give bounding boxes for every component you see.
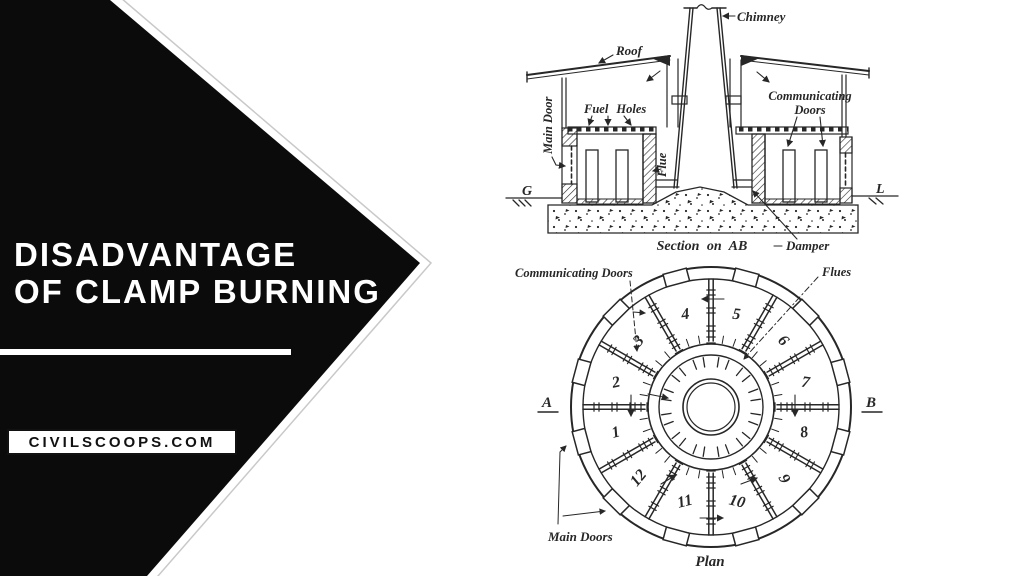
chamber-number: 3 — [629, 332, 648, 350]
headline: DISADVANTAGE OF CLAMP BURNING — [14, 236, 381, 310]
roof-wedge-left — [651, 55, 670, 66]
headline-underline — [0, 349, 291, 355]
chamber-number: 7 — [800, 374, 811, 392]
ground-right-label: L — [875, 182, 885, 197]
roof-label: Roof — [615, 43, 644, 58]
outer-wall-circle — [570, 266, 852, 548]
fuel-hole-band-left — [567, 126, 657, 135]
communicating-doors-label-line2: Doors — [793, 103, 825, 117]
plan-communicating-doors-label: Communicating Doors — [515, 266, 633, 280]
headline-line2: OF CLAMP BURNING — [14, 273, 381, 310]
website-badge: CIVILSCOOPS.COM — [7, 429, 237, 455]
chimney-label: Chimney — [737, 9, 786, 24]
axis-b-label: B — [865, 395, 876, 411]
central-chimney-inner — [686, 382, 736, 432]
flue-wall-right — [751, 133, 766, 204]
plan-leader-lines — [537, 276, 883, 525]
fuel-holes-label: Fuel Holes — [583, 102, 646, 116]
kiln-section-view: Chimney Roof Fuel Holes Communicating Do… — [505, 4, 899, 254]
break-squiggle — [696, 4, 713, 10]
left-chamber — [576, 133, 657, 205]
flue-annulus-outer — [647, 343, 775, 471]
chamber-number: 8 — [799, 424, 810, 442]
plan-caption: Plan — [695, 554, 724, 570]
chamber-number: 10 — [727, 491, 747, 511]
flue-channels — [655, 179, 753, 188]
chamber-number: 9 — [775, 471, 794, 486]
flue-annulus-inner — [658, 354, 764, 460]
section-caption: Section on AB — [657, 239, 748, 254]
roof-wedge-right — [741, 55, 760, 66]
central-chimney-outer — [682, 378, 740, 436]
axis-a-label: A — [541, 395, 552, 411]
communicating-doors-label-line1: Communicating — [768, 89, 851, 103]
roof-lines — [526, 55, 870, 83]
right-outer-wall — [839, 136, 853, 204]
chamber-number: 11 — [676, 492, 695, 512]
chamber-number: 1 — [610, 423, 622, 441]
kiln-plan-view: Communicating Doors Flues Main Doors A B… — [515, 265, 883, 570]
plan-generated-geometry — [571, 267, 851, 547]
chamber-number: 12 — [627, 467, 650, 490]
foundation — [547, 186, 859, 234]
right-chamber — [751, 133, 841, 205]
main-door-label: Main Door — [541, 97, 555, 155]
plan-flues-label: Flues — [821, 265, 851, 279]
website-url: CIVILSCOOPS.COM — [28, 433, 216, 451]
headline-line1: DISADVANTAGE — [14, 236, 298, 273]
chamber-number: 2 — [609, 373, 621, 391]
damper-label: Damper — [785, 238, 830, 253]
chamber-number: 4 — [679, 306, 690, 324]
chamber-number: 5 — [732, 306, 742, 324]
chamber-number: 6 — [774, 332, 792, 350]
ground-left-label: G — [522, 184, 532, 199]
plan-flow-arrows — [627, 295, 799, 522]
ground-marks — [505, 195, 899, 207]
outer-wall-inner-circle — [582, 278, 840, 536]
section-leader-arrows — [551, 12, 826, 247]
plan-main-doors-label: Main Doors — [547, 529, 613, 544]
flue-label: Flue — [655, 152, 669, 178]
